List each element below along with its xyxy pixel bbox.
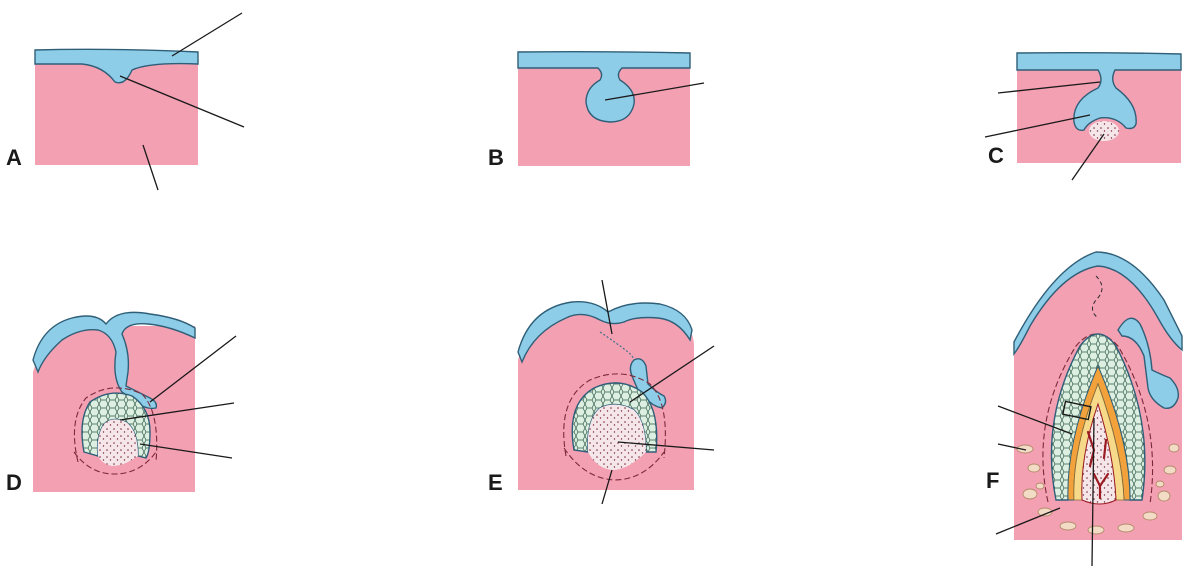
- panel-e: E: [488, 280, 714, 504]
- panel-letter: C: [988, 143, 1004, 168]
- panel-c: C: [985, 53, 1181, 180]
- panel-letter: D: [6, 470, 22, 495]
- panel-a: A: [6, 13, 244, 190]
- panel-letter: F: [986, 468, 999, 493]
- panel-letter: B: [488, 145, 504, 170]
- leader-line: [172, 13, 242, 56]
- panel-f: F: [986, 252, 1182, 566]
- panel-letter: E: [488, 470, 503, 495]
- panel-letter: A: [6, 145, 22, 170]
- panel-b: B: [488, 52, 704, 170]
- panel-d: D: [6, 312, 236, 495]
- dental-papilla-condensation: [1089, 121, 1119, 141]
